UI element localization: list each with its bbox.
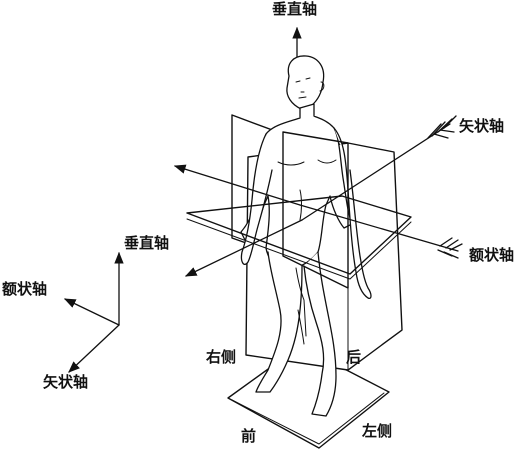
frontal-axis-arrow	[173, 164, 463, 259]
label-back: 后	[346, 348, 361, 366]
label-left-side: 左侧	[361, 422, 392, 440]
reference-axes	[63, 251, 124, 373]
label-frontal-axis-right: 额状轴	[469, 246, 514, 264]
sagittal-axis-arrow	[184, 115, 457, 277]
sagittal-plane-front	[282, 131, 349, 289]
label-sagittal-axis-top: 矢状轴	[459, 117, 504, 135]
label-right-side: 右侧	[206, 348, 236, 366]
label-front: 前	[241, 427, 256, 445]
label-vertical-axis-small: 垂直轴	[124, 234, 169, 252]
label-frontal-axis-small: 额状轴	[2, 280, 47, 298]
human-figure	[240, 55, 372, 417]
label-sagittal-axis-small: 矢状轴	[43, 373, 88, 391]
label-vertical-axis-top: 垂直轴	[272, 0, 317, 18]
